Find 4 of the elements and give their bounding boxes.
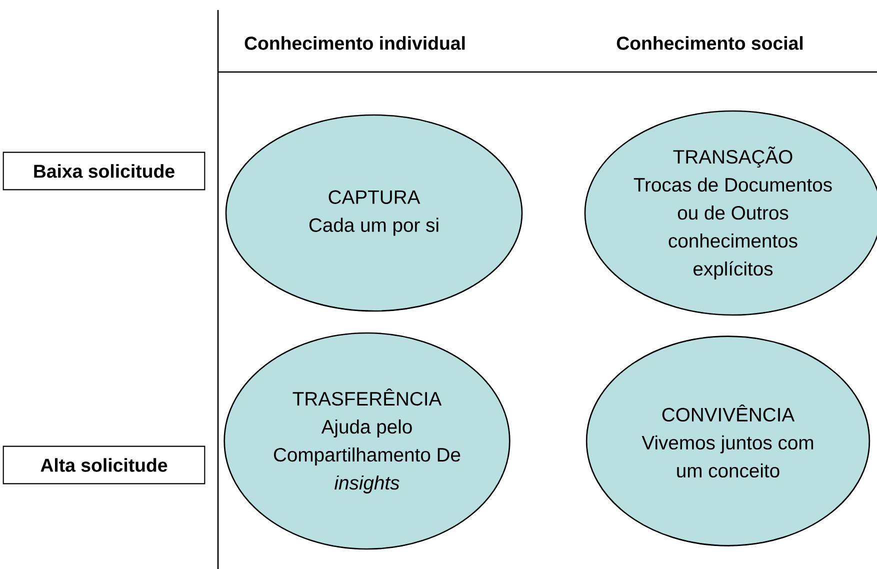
column-header: Conhecimento individual bbox=[244, 36, 465, 50]
column-header: Conhecimento social bbox=[616, 36, 803, 50]
row-label-box: Baixa solicitude bbox=[2, 152, 206, 190]
row-label-box: Alta solicitude bbox=[2, 446, 206, 484]
